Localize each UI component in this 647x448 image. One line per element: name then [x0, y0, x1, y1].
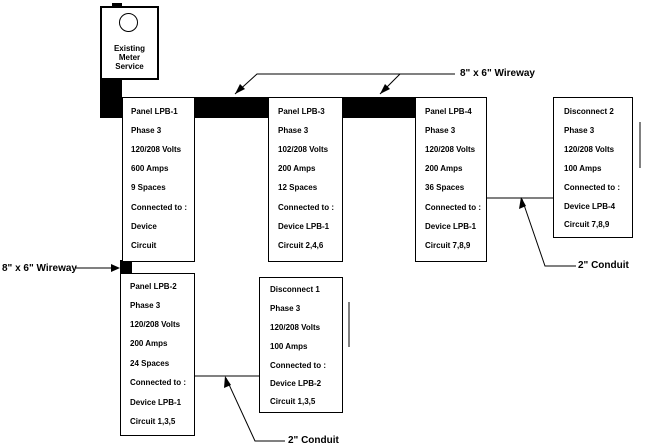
wireway-left-block [120, 260, 132, 273]
meter-riser [100, 80, 122, 118]
panel-lpb-4: Panel LPB-4 Phase 3 120/208 Volts 200 Am… [415, 97, 487, 262]
conduit-bottom-arrowhead [224, 376, 231, 388]
wireway-top-arrowhead-a [235, 84, 245, 94]
disconnect-field: 120/208 Volts [270, 323, 321, 332]
panel-field: Panel LPB-1 [131, 107, 178, 116]
wireway-top-label: 8" x 6" Wireway [460, 68, 535, 79]
meter-label-line: Existing [113, 44, 146, 53]
panel-field: Phase 3 [425, 126, 456, 135]
disconnect-field: Circuit 7,8,9 [564, 220, 610, 229]
panel-field: 9 Spaces [131, 183, 166, 192]
disconnect-field: Disconnect 1 [270, 285, 320, 294]
panel-field: Connected to : [278, 203, 334, 212]
conduit-right-arrowhead [519, 197, 526, 209]
meter-icon [119, 13, 138, 32]
disconnect-field: 120/208 Volts [564, 145, 615, 154]
disconnect-2: Disconnect 2 Phase 3 120/208 Volts 100 A… [553, 97, 633, 238]
panel-field: Circuit 2,4,6 [278, 241, 324, 250]
wireway-left-arrowhead [111, 264, 120, 272]
panel-field: Device LPB-1 [425, 222, 477, 231]
conduit-bottom-label: 2" Conduit [288, 435, 339, 446]
panel-field: 200 Amps [130, 339, 168, 348]
disconnect-field: Device LPB-4 [564, 202, 616, 211]
disconnect-field: Phase 3 [270, 304, 301, 313]
panel-field: 200 Amps [425, 164, 463, 173]
panel-field: 102/208 Volts [278, 145, 329, 154]
panel-field: Connected to : [425, 203, 481, 212]
conduit-right-label: 2" Conduit [578, 260, 629, 271]
panel-lpb-3: Panel LPB-3 Phase 3 102/208 Volts 200 Am… [268, 97, 343, 262]
meter-service-box: Existing Meter Service [100, 6, 159, 80]
disconnect-field: Connected to : [270, 361, 326, 370]
panel-field: 120/208 Volts [131, 145, 182, 154]
panel-field: Panel LPB-2 [130, 282, 177, 291]
panel-field: 24 Spaces [130, 359, 170, 368]
panel-field: Circuit [131, 241, 157, 250]
panel-lpb-2: Panel LPB-2 Phase 3 120/208 Volts 200 Am… [120, 273, 195, 436]
panel-field: Connected to : [131, 203, 187, 212]
panel-field: Device LPB-1 [278, 222, 330, 231]
conduit-bottom-leader [225, 377, 285, 442]
disconnect-field: Disconnect 2 [564, 107, 614, 116]
panel-field: 600 Amps [131, 164, 169, 173]
disconnect-field: Connected to : [564, 183, 620, 192]
wireway-left-label: 8" x 6" Wireway [2, 263, 77, 274]
panel-field: 12 Spaces [278, 183, 318, 192]
conduit-right-leader [521, 198, 576, 267]
panel-field: Device [131, 222, 157, 231]
disconnect-field: 100 Amps [564, 164, 602, 173]
disconnect-field: Device LPB-2 [270, 379, 322, 388]
panel-field: 120/208 Volts [425, 145, 476, 154]
panel-field: Device LPB-1 [130, 398, 182, 407]
panel-field: 200 Amps [278, 164, 316, 173]
panel-field: Connected to : [130, 378, 186, 387]
panel-field: Phase 3 [130, 301, 161, 310]
meter-cap [112, 3, 122, 6]
meter-label-line: Service [115, 62, 144, 71]
meter-label-line: Meter [118, 53, 141, 62]
panel-field: 120/208 Volts [130, 320, 181, 329]
panel-field: Panel LPB-3 [278, 107, 325, 116]
panel-field: Circuit 7,8,9 [425, 241, 471, 250]
panel-field: Phase 3 [131, 126, 162, 135]
panel-field: Circuit 1,3,5 [130, 417, 176, 426]
wireway-top-leader [234, 73, 455, 95]
panel-lpb-1: Panel LPB-1 Phase 3 120/208 Volts 600 Am… [122, 97, 195, 262]
disconnect-field: Phase 3 [564, 126, 595, 135]
panel-field: Panel LPB-4 [425, 107, 472, 116]
disconnect-1: Disconnect 1 Phase 3 120/208 Volts 100 A… [259, 277, 343, 413]
wireway-top-arrowhead-b [380, 84, 390, 94]
disconnect-field: 100 Amps [270, 342, 308, 351]
panel-field: Phase 3 [278, 126, 309, 135]
disconnect-field: Circuit 1,3,5 [270, 397, 316, 406]
panel-field: 36 Spaces [425, 183, 465, 192]
